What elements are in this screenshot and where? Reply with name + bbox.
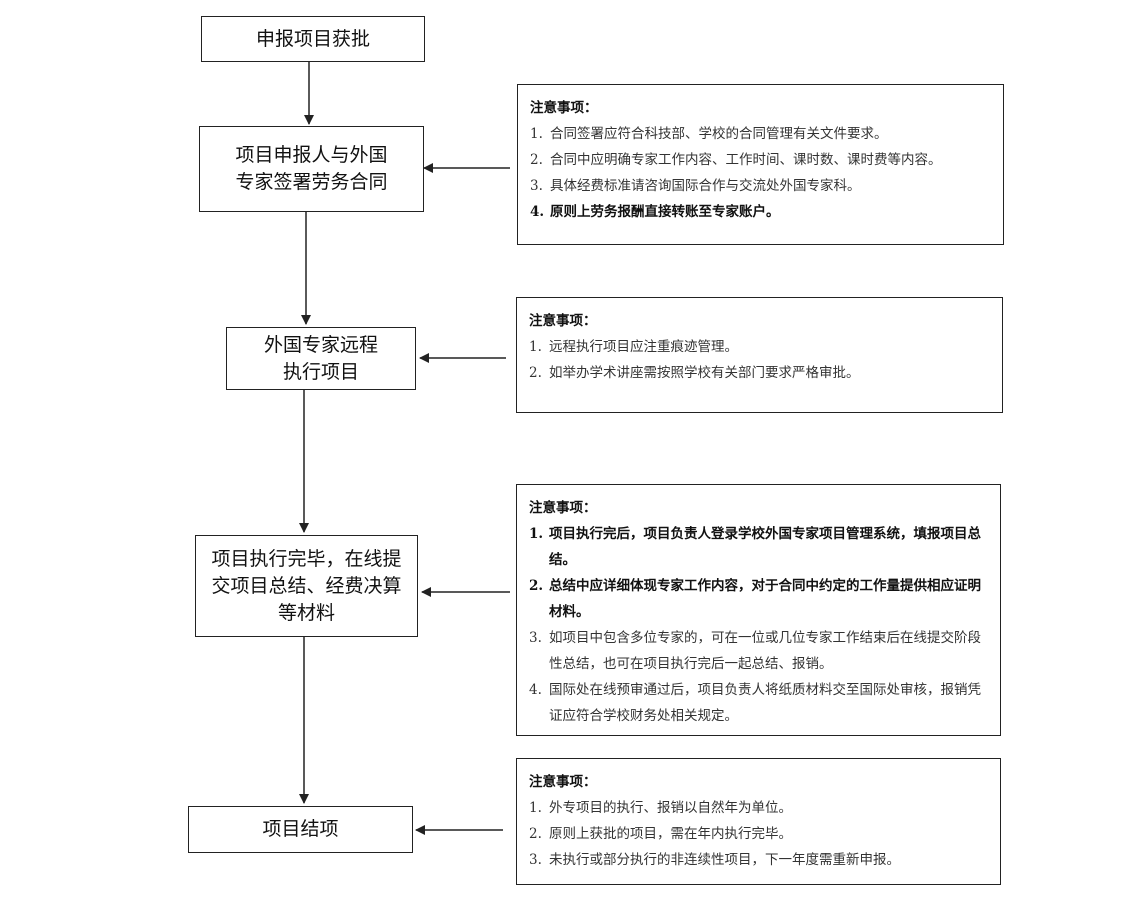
step-execute: 外国专家远程 执行项目 bbox=[226, 327, 416, 390]
step-execute-line-2: 执行项目 bbox=[282, 360, 359, 383]
note-item-text: 具体经费标准请咨询国际合作与交流处外国专家科。 bbox=[550, 178, 861, 194]
note-item-text: 未执行或部分执行的非连续性项目，下一年度需重新申报。 bbox=[549, 852, 900, 868]
step-close-line-1: 项目结项 bbox=[262, 818, 339, 840]
note-item-text: 项目执行完后，项目负责人登录学校外国专家项目管理系统，填报项目总结。 bbox=[549, 526, 981, 568]
note-item: 1. 项目执行完后，项目负责人登录学校外国专家项目管理系统，填报项目总结。 bbox=[529, 521, 990, 573]
note-item-number: 3. bbox=[530, 178, 543, 194]
step-contract: 项目申报人与外国 专家签署劳务合同 bbox=[199, 126, 424, 212]
step-contract-line-1: 项目申报人与外国 bbox=[235, 144, 388, 166]
note-item: 2. 总结中应详细体现专家工作内容，对于合同中约定的工作量提供相应证明材料。 bbox=[529, 573, 990, 625]
note-item-text: 原则上劳务报酬直接转账至专家账户。 bbox=[550, 204, 780, 220]
note-item-number: 2. bbox=[529, 578, 544, 594]
note-item-number: 1. bbox=[529, 800, 542, 816]
step-approval-line-1: 申报项目获批 bbox=[255, 27, 370, 50]
note-item: 2. 原则上获批的项目，需在年内执行完毕。 bbox=[529, 821, 990, 847]
note-item: 4. 原则上劳务报酬直接转账至专家账户。 bbox=[530, 199, 993, 225]
step-contract-line-2: 专家签署劳务合同 bbox=[235, 171, 388, 193]
note-item-text: 合同签署应符合科技部、学校的合同管理有关文件要求。 bbox=[550, 126, 888, 142]
step-submit-line-1: 项目执行完毕，在线提 bbox=[211, 547, 402, 570]
note-item-text: 远程执行项目应注重痕迹管理。 bbox=[549, 339, 738, 355]
note-item: 2. 合同中应明确专家工作内容、工作时间、课时数、课时费等内容。 bbox=[530, 147, 993, 173]
note-box-close: 注意事项： 1. 外专项目的执行、报销以自然年为单位。 2. 原则上获批的项目，… bbox=[516, 758, 1001, 885]
note-item-number: 2. bbox=[529, 826, 542, 842]
note-item-text: 总结中应详细体现专家工作内容，对于合同中约定的工作量提供相应证明材料。 bbox=[549, 578, 981, 620]
note-item-number: 4. bbox=[530, 204, 545, 220]
note-item-number: 1. bbox=[529, 339, 542, 355]
note-item-text: 外专项目的执行、报销以自然年为单位。 bbox=[549, 800, 792, 816]
note-item-number: 3. bbox=[529, 852, 542, 868]
note-box-execute: 注意事项： 1. 远程执行项目应注重痕迹管理。 2. 如举办学术讲座需按照学校有… bbox=[516, 297, 1003, 413]
note-title: 注意事项： bbox=[530, 100, 598, 116]
note-item-text: 如项目中包含多位专家的，可在一位或几位专家工作结束后在线提交阶段性总结，也可在项… bbox=[549, 630, 981, 672]
note-item: 4. 国际处在线预审通过后，项目负责人将纸质材料交至国际处审核，报销凭证应符合学… bbox=[529, 677, 990, 729]
step-submit-line-2: 交项目总结、经费决算 bbox=[211, 574, 402, 597]
note-item-number: 1. bbox=[529, 526, 544, 542]
step-submit-line-3: 等材料 bbox=[277, 601, 335, 624]
note-item: 1. 合同签署应符合科技部、学校的合同管理有关文件要求。 bbox=[530, 121, 993, 147]
step-approval: 申报项目获批 bbox=[201, 16, 425, 62]
note-title: 注意事项： bbox=[529, 313, 597, 329]
note-item-number: 1. bbox=[530, 126, 543, 142]
note-item-text: 如举办学术讲座需按照学校有关部门要求严格审批。 bbox=[549, 365, 860, 381]
note-title: 注意事项： bbox=[529, 774, 597, 790]
note-item-number: 2. bbox=[529, 365, 542, 381]
step-submit: 项目执行完毕，在线提 交项目总结、经费决算 等材料 bbox=[195, 535, 418, 637]
note-item: 2. 如举办学术讲座需按照学校有关部门要求严格审批。 bbox=[529, 360, 992, 386]
note-item: 1. 远程执行项目应注重痕迹管理。 bbox=[529, 334, 992, 360]
step-execute-line-1: 外国专家远程 bbox=[263, 333, 378, 356]
note-item: 3. 如项目中包含多位专家的，可在一位或几位专家工作结束后在线提交阶段性总结，也… bbox=[529, 625, 990, 677]
note-title: 注意事项： bbox=[529, 500, 597, 516]
note-item: 3. 未执行或部分执行的非连续性项目，下一年度需重新申报。 bbox=[529, 847, 990, 873]
note-box-submit: 注意事项： 1. 项目执行完后，项目负责人登录学校外国专家项目管理系统，填报项目… bbox=[516, 484, 1001, 736]
note-item: 3. 具体经费标准请咨询国际合作与交流处外国专家科。 bbox=[530, 173, 993, 199]
step-close: 项目结项 bbox=[188, 806, 413, 853]
note-item-text: 国际处在线预审通过后，项目负责人将纸质材料交至国际处审核，报销凭证应符合学校财务… bbox=[549, 682, 981, 724]
note-item-text: 合同中应明确专家工作内容、工作时间、课时数、课时费等内容。 bbox=[550, 152, 942, 168]
note-item-number: 2. bbox=[530, 152, 543, 168]
note-item-number: 3. bbox=[529, 630, 542, 646]
note-box-contract: 注意事项： 1. 合同签署应符合科技部、学校的合同管理有关文件要求。 2. 合同… bbox=[517, 84, 1004, 245]
note-item-number: 4. bbox=[529, 682, 542, 698]
note-item: 1. 外专项目的执行、报销以自然年为单位。 bbox=[529, 795, 990, 821]
note-item-text: 原则上获批的项目，需在年内执行完毕。 bbox=[549, 826, 792, 842]
